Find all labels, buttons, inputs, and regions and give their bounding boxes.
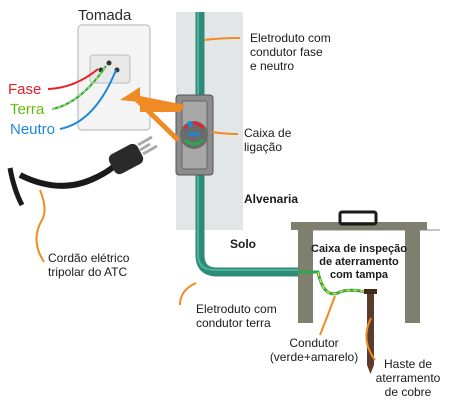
label-inspecao-3: com tampa: [330, 269, 389, 281]
label-terra: Terra: [10, 101, 45, 118]
leader-haste: [365, 317, 376, 361]
ground-rod: [364, 289, 377, 374]
junction-box: [175, 94, 214, 176]
label-solo: Solo: [230, 237, 256, 251]
label-caixa-ligacao-1: Caixa de: [244, 126, 292, 140]
wire-fase: [47, 68, 99, 90]
label-condutor-2: (verde+amarelo): [270, 350, 358, 364]
label-haste-3: de cobre: [385, 385, 432, 399]
label-eletroduto-top-2: condutor fase: [250, 45, 323, 59]
label-neutro: Neutro: [10, 121, 55, 138]
leader-eletroduto-top: [203, 37, 241, 41]
leader-cordao: [35, 189, 46, 263]
label-haste-2: aterramento: [376, 371, 441, 385]
label-condutor-1: Condutor: [289, 336, 338, 350]
label-haste-1: Haste de: [384, 357, 432, 371]
label-cordao-1: Cordão elétrico: [48, 251, 130, 265]
leader-caixa-ligacao: [211, 131, 239, 135]
label-tomada: Tomada: [78, 7, 132, 24]
label-eletroduto-top-1: Eletroduto com: [250, 31, 331, 45]
outlet: [77, 24, 151, 131]
label-cordao-2: tripolar do ATC: [48, 265, 127, 279]
leader-condutor: [319, 295, 336, 336]
wire-neutro: [59, 69, 117, 130]
label-eletroduto-bottom-2: condutor terra: [196, 316, 271, 330]
label-caixa-ligacao-2: ligação: [244, 140, 282, 154]
label-eletroduto-bottom-1: Eletroduto com: [196, 302, 277, 316]
label-alvenaria: Alvenaria: [244, 192, 298, 206]
label-inspecao-2: de aterramento: [319, 256, 399, 268]
label-fase: Fase: [8, 81, 41, 98]
plug: [7, 135, 158, 207]
label-inspecao-1: Caixa de inspeção: [311, 243, 407, 255]
leader-eletroduto-bottom: [179, 282, 197, 306]
connection-arrow: [120, 87, 185, 112]
conduit-highlight: [197, 12, 298, 271]
inspection-box: [291, 210, 427, 323]
label-eletroduto-top-3: e neutro: [250, 59, 294, 73]
